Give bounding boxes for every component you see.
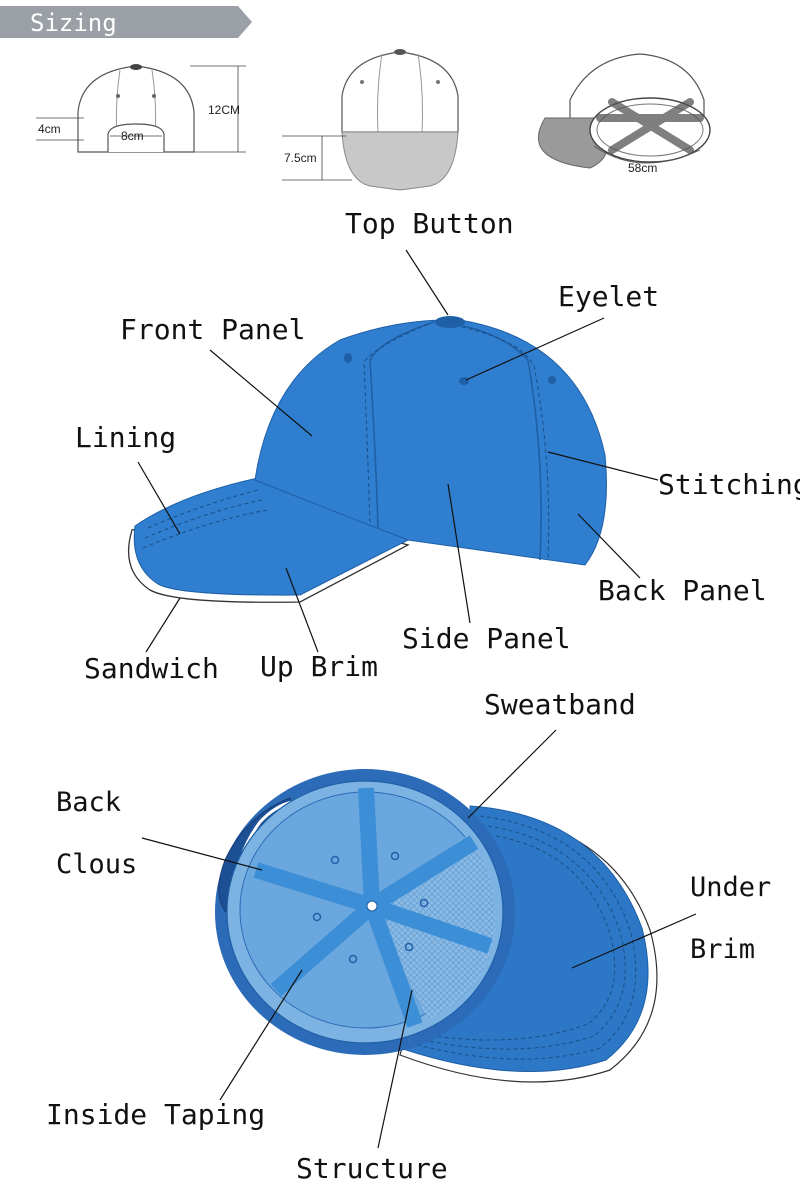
label-front-panel: Front Panel (120, 313, 305, 346)
label-structure: Structure (296, 1152, 448, 1185)
dim-eyelet-offset: 4cm (38, 122, 61, 136)
label-back-clous-line2: Clous (56, 849, 137, 880)
label-inside-taping: Inside Taping (46, 1098, 265, 1131)
cap-side-view (128, 316, 607, 603)
label-stitching: Stitching (658, 468, 800, 501)
dim-height: 12CM (208, 103, 240, 117)
sizing-back-view: 12CM 4cm 8cm (36, 64, 246, 153)
label-top-button: Top Button (345, 207, 514, 240)
dim-circumference: 58cm (628, 161, 657, 175)
dim-brim-length: 7.5cm (284, 151, 317, 165)
label-sweatband: Sweatband (484, 688, 636, 721)
leader-stitching (547, 451, 659, 481)
label-lining: Lining (75, 421, 176, 454)
label-up-brim: Up Brim (260, 650, 378, 683)
sizing-header: Sizing (0, 6, 252, 38)
dim-back-opening: 8cm (121, 129, 144, 143)
leader-under-brim (571, 913, 697, 969)
label-under-brim-line2: Brim (690, 934, 755, 965)
label-back-panel: Back Panel (598, 574, 767, 607)
leader-eyelet (465, 317, 605, 381)
leader-up-brim (285, 567, 319, 653)
leader-sandwich (145, 597, 181, 653)
leader-lining (137, 461, 181, 535)
side-view-labels: Top Button Eyelet Front Panel Lining Sti… (75, 207, 800, 685)
label-sandwich: Sandwich (84, 652, 219, 685)
leader-top-button (405, 249, 449, 316)
sizing-underside-view: 58cm (537, 53, 711, 175)
sizing-title: Sizing (30, 9, 117, 37)
label-under-brim-line1: Under (690, 872, 771, 903)
sizing-front-view: 7.5cm (282, 49, 459, 191)
label-back-clous-line1: Back (56, 787, 121, 818)
leader-inside-taping (219, 969, 303, 1101)
cap-underside-view (215, 769, 658, 1083)
leader-structure (377, 989, 413, 1149)
leader-side-panel (447, 483, 471, 624)
leader-sweatband (467, 729, 557, 819)
leader-back-panel (577, 513, 641, 579)
leader-back-clous (141, 837, 263, 871)
label-side-panel: Side Panel (402, 622, 571, 655)
underside-labels: Sweatband Back Clous Under Brim Inside T… (46, 688, 771, 1185)
leader-front-panel (209, 349, 313, 437)
label-eyelet: Eyelet (558, 280, 659, 313)
